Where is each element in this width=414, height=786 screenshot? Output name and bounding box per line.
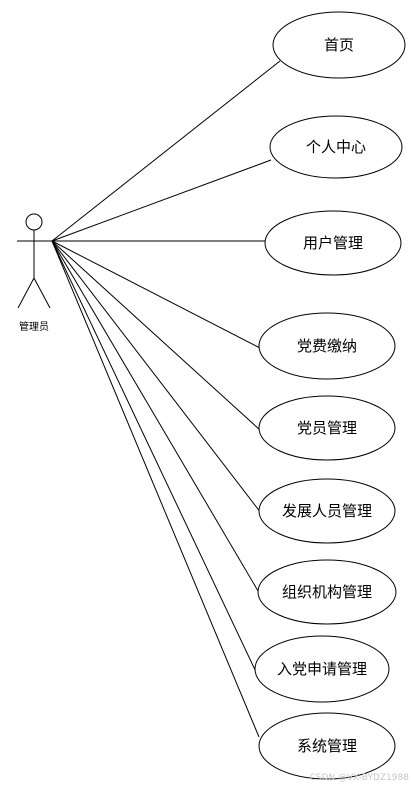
use-case-label: 首页	[324, 36, 354, 54]
association-line-application-management	[51, 240, 258, 675]
use-case-party-dues: 党费缴纳	[258, 312, 396, 380]
use-case-ellipse	[272, 11, 406, 79]
use-case-ellipse	[264, 210, 402, 276]
association-line-personal-center	[51, 159, 272, 242]
use-case-ellipse	[258, 312, 396, 380]
association-line-party-dues	[51, 240, 261, 349]
actor-right-leg	[33, 277, 51, 309]
use-case-label: 党费缴纳	[297, 337, 357, 355]
use-case-personal-center: 个人中心	[269, 115, 403, 179]
association-lines	[51, 60, 281, 738]
use-case-application-management: 入党申请管理	[254, 635, 390, 703]
use-case-label: 个人中心	[306, 138, 366, 156]
use-case-label: 党员管理	[297, 419, 357, 437]
use-case-label: 组织机构管理	[282, 583, 372, 601]
use-case-home: 首页	[272, 11, 406, 79]
use-case-label: 入党申请管理	[277, 660, 367, 678]
use-case-user-management: 用户管理	[264, 210, 402, 276]
use-case-ellipse	[254, 635, 390, 703]
association-line-home	[51, 60, 281, 242]
use-case-development-management: 发展人员管理	[258, 478, 396, 544]
watermark: CSDN @VX-BYDZ1988	[309, 773, 409, 783]
association-line-member-management	[51, 240, 261, 431]
use-case-member-management: 党员管理	[258, 395, 396, 461]
association-line-development-management	[51, 240, 262, 514]
use-case-ellipse	[269, 115, 403, 179]
actor-head	[25, 213, 43, 231]
use-case-ellipse	[258, 478, 396, 544]
use-case-ellipse	[258, 712, 396, 780]
use-case-system-management: 系统管理	[258, 712, 396, 780]
use-case-label: 系统管理	[297, 737, 357, 755]
actor-left-leg	[17, 277, 35, 309]
association-line-organization-management	[51, 240, 262, 597]
use-case-label: 用户管理	[303, 234, 363, 252]
actor-figure	[17, 213, 52, 309]
use-case-ellipse	[258, 395, 396, 461]
association-line-system-management	[51, 240, 260, 738]
use-case-label: 发展人员管理	[282, 502, 372, 520]
actor-label: 管理员	[19, 320, 49, 333]
use-case-ellipse	[257, 559, 397, 625]
use-case-organization-management: 组织机构管理	[257, 559, 397, 625]
